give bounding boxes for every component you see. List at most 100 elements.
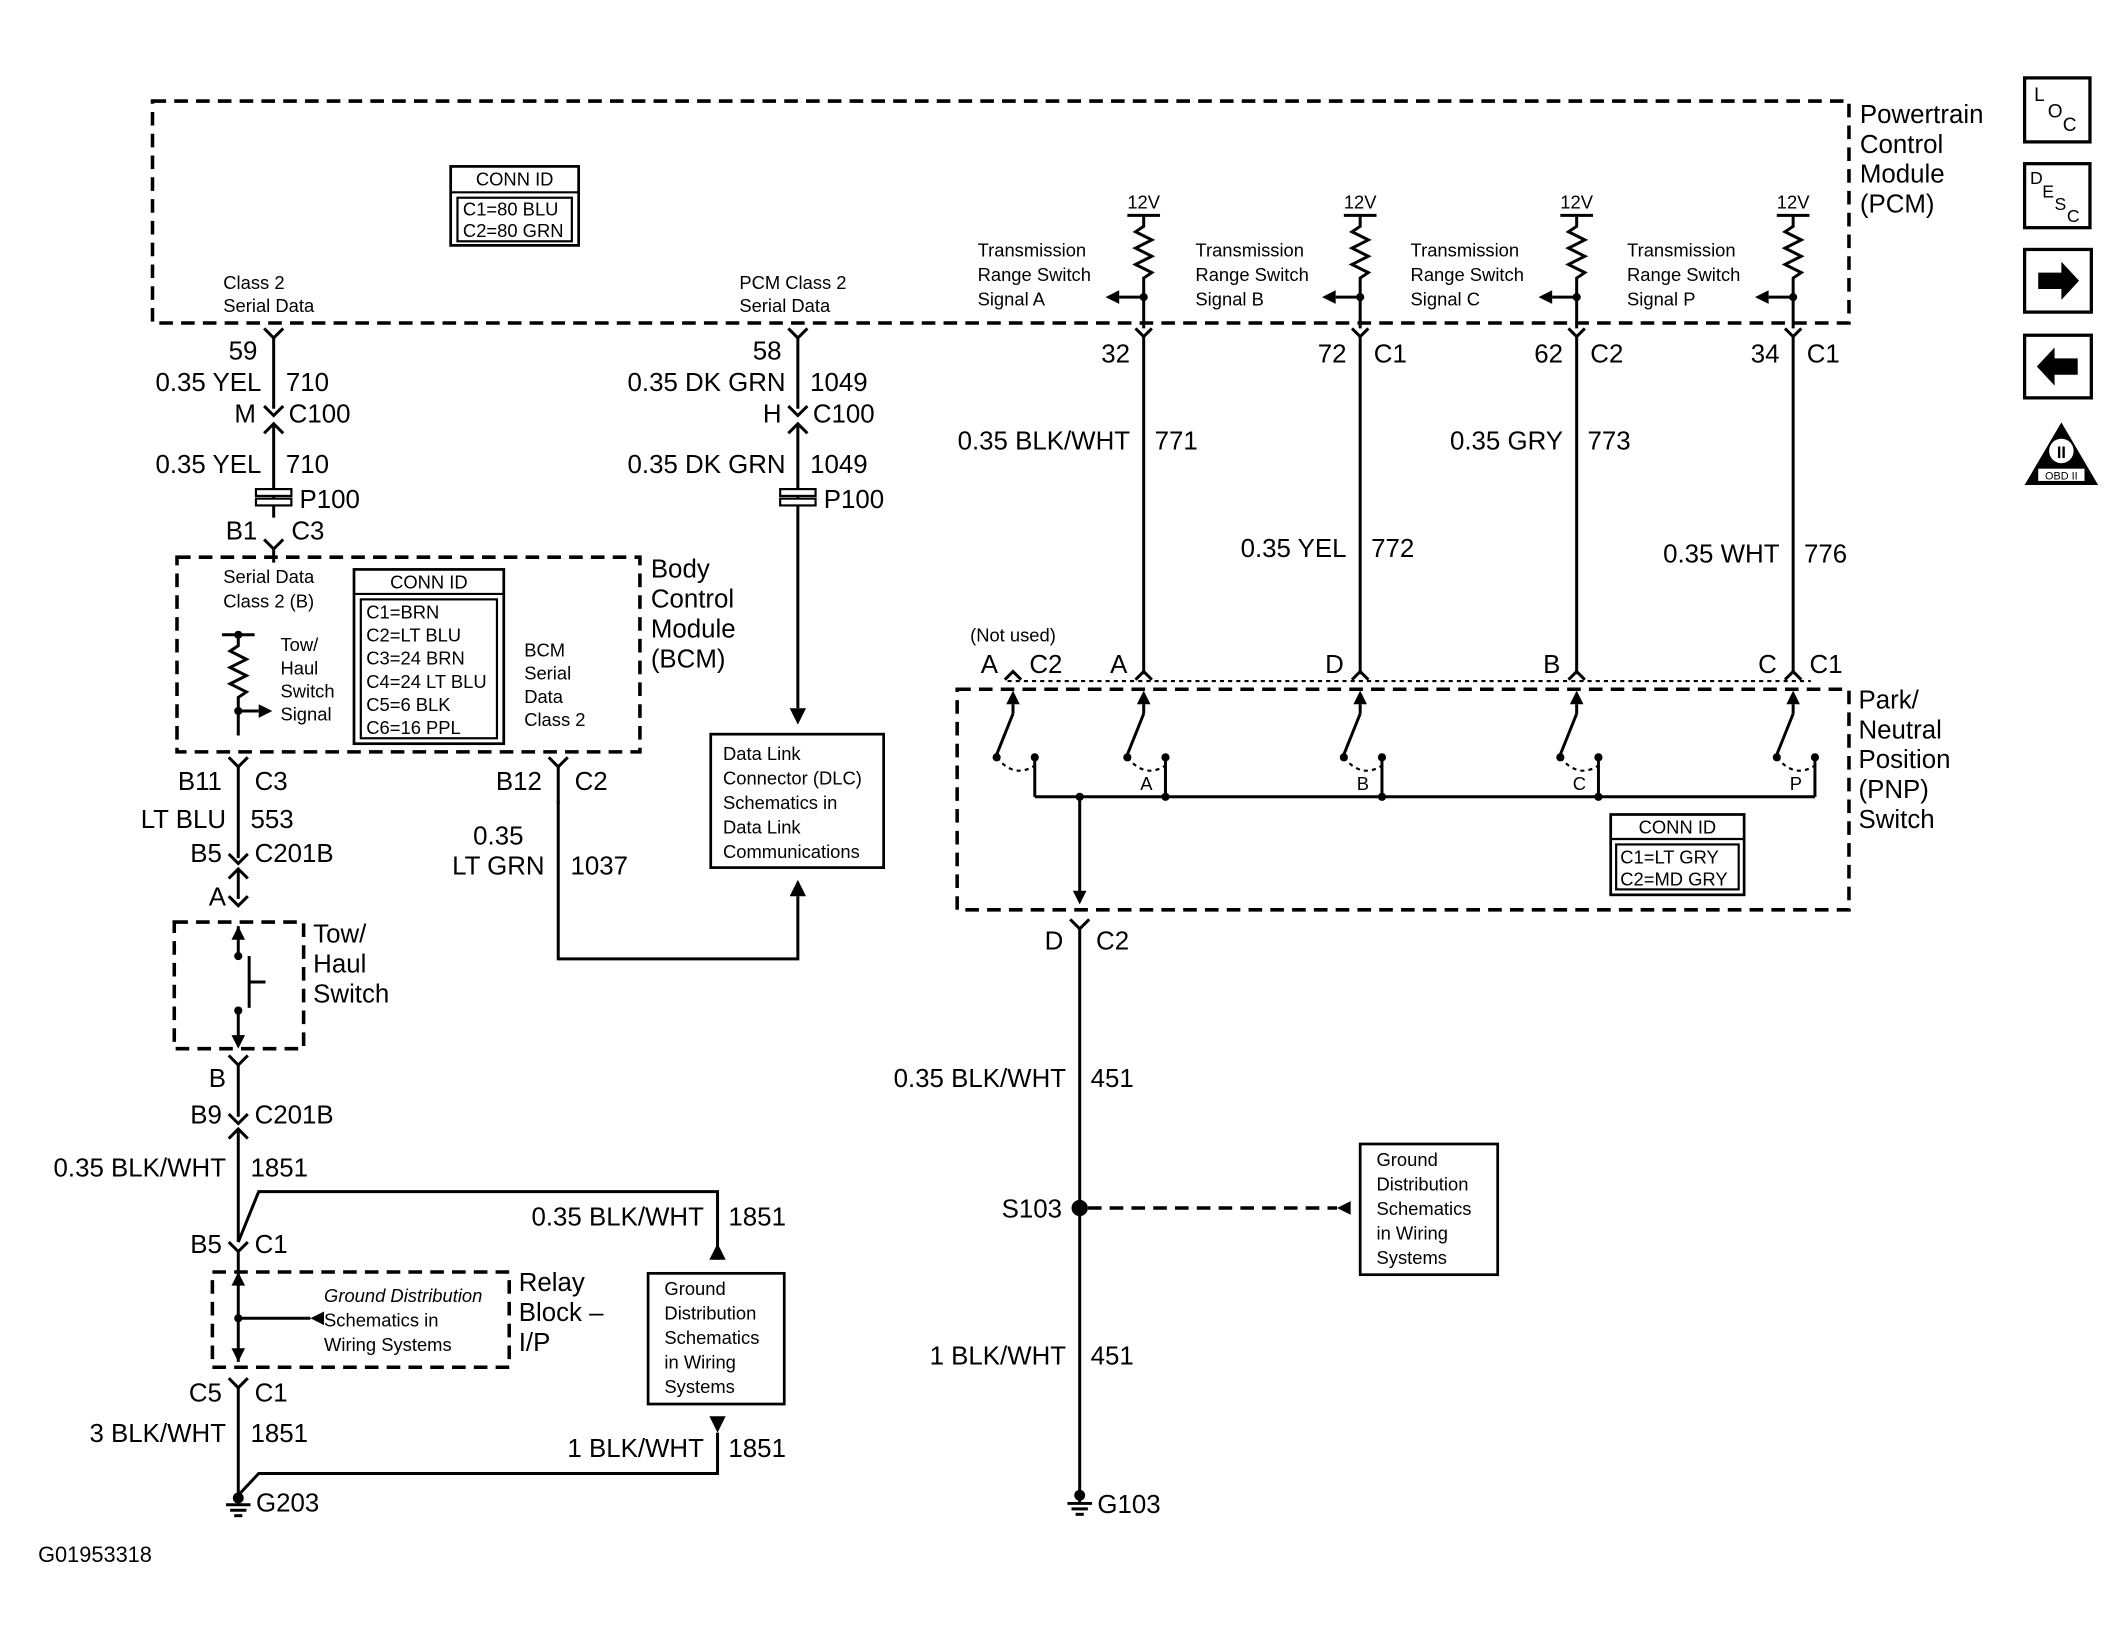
pnp-pin-a: A bbox=[1110, 651, 1128, 679]
svg-text:Range Switch: Range Switch bbox=[1411, 264, 1524, 285]
relay-gd-arrow-up-icon bbox=[709, 1243, 726, 1260]
towhaul-wire-color: LT BLU bbox=[141, 806, 226, 834]
next-arrow-button[interactable] bbox=[2022, 247, 2093, 314]
wire-773-circuit: 773 bbox=[1588, 428, 1631, 456]
pnp-wire1-circuit: 451 bbox=[1091, 1065, 1134, 1093]
pnp-pin-c: C bbox=[1758, 651, 1777, 679]
svg-text:Transmission: Transmission bbox=[978, 239, 1087, 260]
left-p100-splice-icon bbox=[254, 488, 293, 507]
c201b-b5-pin: B5 bbox=[190, 840, 222, 868]
wire-771-color: 0.35 BLK/WHT bbox=[958, 428, 1131, 456]
bcm-b1-conn: C3 bbox=[291, 517, 324, 545]
pcm-module-boundary bbox=[150, 99, 1851, 325]
relay-c5-pin: C5 bbox=[189, 1379, 222, 1407]
svg-text:S: S bbox=[2055, 194, 2067, 214]
svg-text:O: O bbox=[2048, 101, 2063, 122]
svg-text:C2=MD GRY: C2=MD GRY bbox=[1620, 868, 1727, 889]
towhaul-switch-contact-icon bbox=[231, 926, 266, 1049]
left-wire2-color: 0.35 YEL bbox=[155, 451, 261, 479]
pin-62-conn: C2 bbox=[1590, 340, 1623, 368]
s103-label: S103 bbox=[1002, 1196, 1062, 1224]
g203-ground-icon bbox=[226, 1492, 251, 1518]
svg-text:12V: 12V bbox=[1777, 192, 1810, 213]
svg-text:Communications: Communications bbox=[723, 841, 860, 862]
wire-772-circuit: 772 bbox=[1371, 535, 1414, 563]
pnp-switch-contact-c: C bbox=[1556, 669, 1603, 797]
svg-text:Signal C: Signal C bbox=[1411, 288, 1480, 309]
pnp-title: Park/ Neutral Position (PNP) Switch bbox=[1859, 686, 1958, 834]
svg-text:Data Link: Data Link bbox=[723, 743, 801, 764]
svg-text:Schematics: Schematics bbox=[1377, 1198, 1472, 1219]
wire-772-color: 0.35 YEL bbox=[1241, 535, 1347, 563]
svg-text:Systems: Systems bbox=[664, 1376, 734, 1397]
loc-button[interactable]: L O C bbox=[2022, 76, 2092, 144]
obd2-icon[interactable]: II OBD II bbox=[2024, 422, 2099, 486]
towhaul-wire-circuit: 553 bbox=[251, 806, 294, 834]
relay-b5-conn: C1 bbox=[255, 1231, 288, 1259]
svg-text:Signal B: Signal B bbox=[1195, 288, 1263, 309]
pnp-not-used-pin: A bbox=[981, 651, 999, 679]
svg-text:C4=24 LT BLU: C4=24 LT BLU bbox=[366, 671, 486, 692]
pnp-not-used-conn: C2 bbox=[1029, 651, 1062, 679]
pnp-pin-b: B bbox=[1543, 651, 1560, 679]
svg-text:C: C bbox=[1573, 773, 1586, 794]
svg-text:C6=16 PPL: C6=16 PPL bbox=[366, 717, 461, 738]
relay-branch-wire: 0.35 BLK/WHT bbox=[531, 1204, 704, 1232]
pnp-not-used-label: (Not used) bbox=[970, 625, 1056, 646]
svg-text:Signal P: Signal P bbox=[1627, 288, 1695, 309]
pin-62: 62 bbox=[1534, 340, 1563, 368]
bcm-serial-class2-label: BCM Serial Data Class 2 bbox=[524, 640, 585, 730]
pnp-switch-contact-a: A bbox=[1123, 669, 1170, 797]
svg-text:C1=LT GRY: C1=LT GRY bbox=[1620, 847, 1719, 868]
bcm-towhaul-signal-resistor-icon bbox=[221, 630, 273, 736]
towhaul-pin-a: A bbox=[209, 884, 227, 912]
svg-text:Range Switch: Range Switch bbox=[1627, 264, 1740, 285]
relay-gd-arrow-left-icon bbox=[310, 1311, 325, 1326]
bcm-towhaul-signal-label: Tow/ Haul Switch Signal bbox=[280, 634, 339, 724]
pnp-pin-d: D bbox=[1325, 651, 1344, 679]
svg-text:Connector (DLC): Connector (DLC) bbox=[723, 768, 862, 789]
bcm-b11-pin: B11 bbox=[178, 768, 222, 796]
ground-distribution-box-right[interactable]: Ground Distribution Schematics in Wiring… bbox=[1358, 1142, 1500, 1277]
dlc-arrow-down-icon bbox=[789, 708, 807, 725]
prev-arrow-button[interactable] bbox=[2022, 333, 2093, 400]
relay-gd-label-3: Wiring Systems bbox=[324, 1334, 452, 1355]
bcm-b12-conn: C2 bbox=[575, 768, 608, 796]
desc-button[interactable]: D E S C bbox=[2022, 162, 2092, 230]
svg-text:in Wiring: in Wiring bbox=[1377, 1222, 1448, 1243]
towhaul-pin-b: B bbox=[209, 1065, 226, 1093]
bcm-title: Body Control Module (BCM) bbox=[651, 556, 743, 674]
bcm-b1-pin: B1 bbox=[226, 517, 258, 545]
s103-splice-icon bbox=[1071, 1199, 1088, 1217]
towhaul-wire2-color: 0.35 BLK/WHT bbox=[54, 1155, 227, 1183]
pnp-switch-contact-p: P bbox=[1772, 669, 1820, 797]
wire-773-color: 0.35 GRY bbox=[1450, 428, 1563, 456]
svg-text:C3=24 BRN: C3=24 BRN bbox=[366, 648, 465, 669]
svg-text:Schematics in: Schematics in bbox=[723, 792, 837, 813]
svg-text:Transmission: Transmission bbox=[1411, 239, 1520, 260]
dlc-reference-box[interactable]: Data Link Connector (DLC) Schematics in … bbox=[709, 732, 885, 869]
svg-text:Transmission: Transmission bbox=[1627, 239, 1736, 260]
mid-wire2-circuit: 1049 bbox=[810, 451, 868, 479]
pin-72-conn: C1 bbox=[1374, 340, 1407, 368]
svg-text:CONN ID: CONN ID bbox=[476, 168, 554, 189]
left-wire2-circuit: 710 bbox=[286, 451, 329, 479]
svg-text:Signal A: Signal A bbox=[978, 288, 1046, 309]
svg-text:12V: 12V bbox=[1560, 192, 1593, 213]
ground-distribution-box-left[interactable]: Ground Distribution Schematics in Wiring… bbox=[646, 1271, 786, 1406]
left-wire1-circuit: 710 bbox=[286, 369, 329, 397]
b12-wire-size: 0.35 bbox=[473, 822, 523, 850]
svg-text:C2=80 GRN: C2=80 GRN bbox=[463, 220, 564, 241]
pnp-wire2-color: 1 BLK/WHT bbox=[930, 1343, 1067, 1371]
g203-label: G203 bbox=[256, 1490, 319, 1518]
bcm-conn-id-box: CONN ID C1=BRN C2=LT BLU C3=24 BRN C4=24… bbox=[352, 568, 506, 746]
svg-text:B: B bbox=[1357, 773, 1369, 794]
bcm-serial-data-label: Serial Data Class 2 (B) bbox=[223, 566, 319, 612]
relay-gd-label: Ground Distribution bbox=[324, 1285, 482, 1306]
pcm-class2-label: Class 2 Serial Data bbox=[223, 272, 315, 316]
svg-text:Ground: Ground bbox=[1377, 1149, 1438, 1170]
pnp-wire1-color: 0.35 BLK/WHT bbox=[894, 1065, 1067, 1093]
svg-text:L: L bbox=[2034, 85, 2045, 106]
mid-c100-pin: H bbox=[763, 400, 782, 428]
